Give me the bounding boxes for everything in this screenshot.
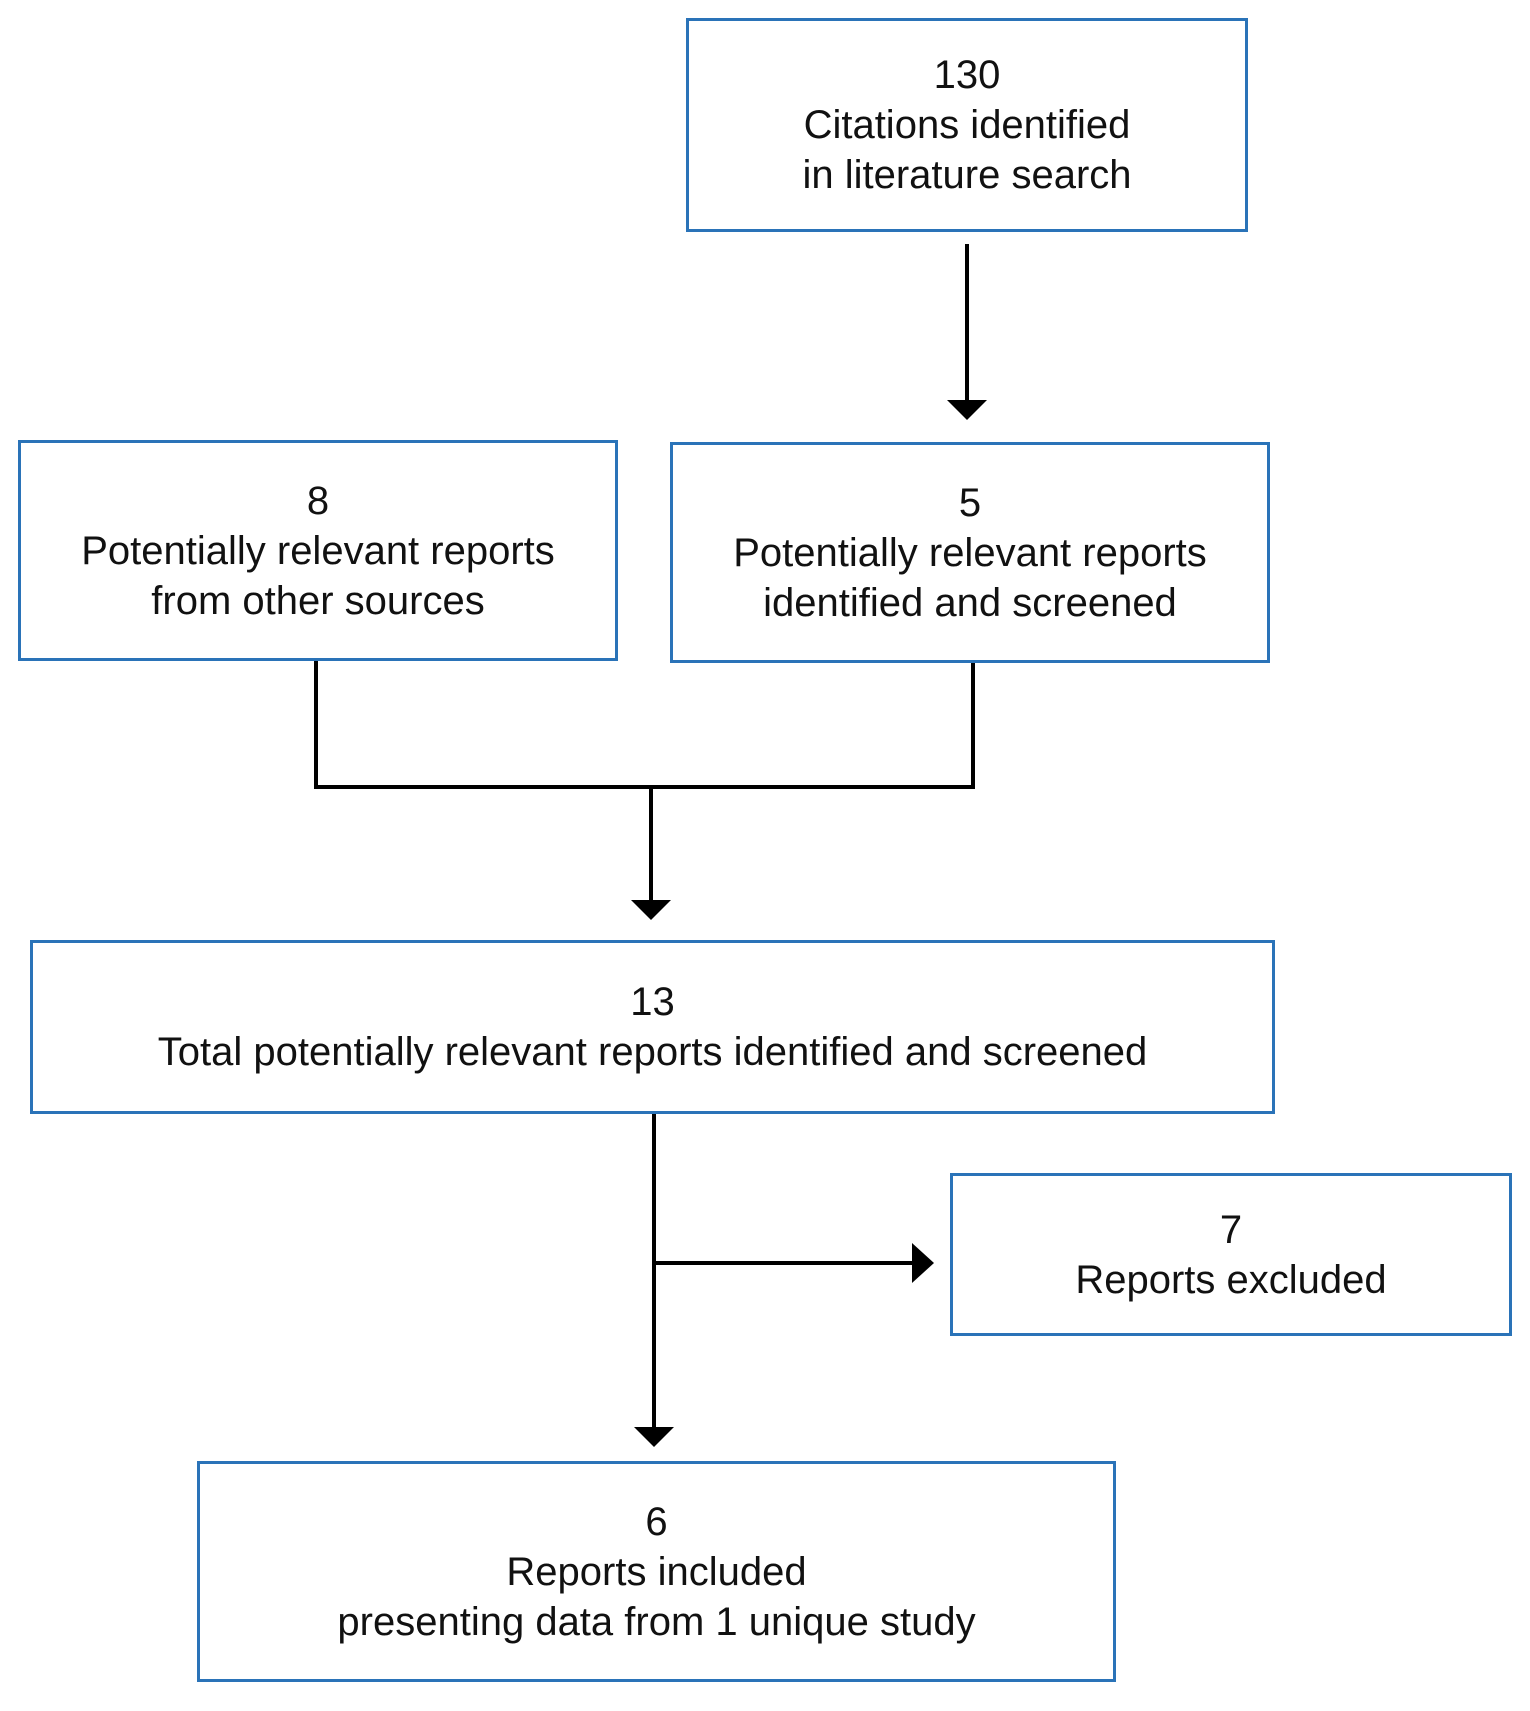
arrowhead-total xyxy=(631,900,671,920)
box-reports-included: 6 Reports included presenting data from … xyxy=(197,1461,1116,1682)
total-line-1: Total potentially relevant reports ident… xyxy=(157,1030,1148,1074)
screened-line-1: Potentially relevant reports xyxy=(733,530,1207,575)
box-other-sources: 8 Potentially relevant reports from othe… xyxy=(18,440,618,661)
literature-line-2: in literature search xyxy=(802,153,1132,197)
arrowhead-screened xyxy=(947,400,987,420)
total-count: 13 xyxy=(630,980,675,1024)
included-line-1: Reports included xyxy=(506,1549,807,1594)
other-sources-line-2: from other sources xyxy=(151,578,485,623)
connector-merge xyxy=(314,661,975,789)
other-sources-count: 8 xyxy=(306,478,330,523)
arrowhead-excluded xyxy=(912,1243,934,1283)
box-literature-search: 130 Citations identified in literature s… xyxy=(686,18,1248,232)
excluded-line-1: Reports excluded xyxy=(1075,1257,1387,1302)
excluded-count: 7 xyxy=(1219,1207,1243,1252)
screened-count: 5 xyxy=(958,480,982,525)
box-total-screened: 13 Total potentially relevant reports id… xyxy=(30,940,1275,1114)
included-count: 6 xyxy=(645,1499,668,1544)
literature-line-1: Citations identified xyxy=(803,103,1131,147)
literature-count: 130 xyxy=(933,53,1001,97)
arrowhead-included xyxy=(634,1427,674,1447)
box-identified-screened: 5 Potentially relevant reports identifie… xyxy=(670,442,1270,663)
screened-line-2: identified and screened xyxy=(763,580,1177,625)
other-sources-line-1: Potentially relevant reports xyxy=(81,528,555,573)
box-reports-excluded: 7 Reports excluded xyxy=(950,1173,1512,1336)
included-line-2: presenting data from 1 unique study xyxy=(337,1599,976,1644)
